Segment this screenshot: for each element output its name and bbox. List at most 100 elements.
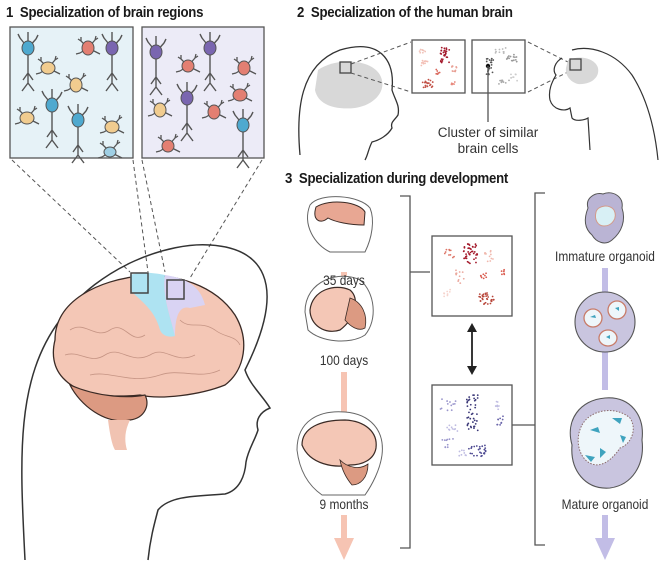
development-cluster-dots-purple bbox=[439, 394, 504, 458]
cluster-dot bbox=[448, 61, 450, 64]
panel-3-title: 3 Specialization during development bbox=[285, 170, 508, 187]
cluster-dot bbox=[465, 398, 468, 401]
cluster-dot bbox=[419, 48, 422, 51]
panel-1-number: 1 bbox=[6, 4, 14, 21]
brain-stem bbox=[108, 420, 130, 450]
cluster-dot bbox=[467, 243, 470, 246]
cluster-dot bbox=[473, 258, 475, 261]
cluster-dot bbox=[419, 51, 422, 54]
cluster-dot bbox=[472, 252, 475, 255]
cluster-dot bbox=[485, 272, 487, 275]
cluster-dot bbox=[513, 53, 515, 56]
cluster-dot bbox=[443, 49, 446, 52]
callout-label-line-2: brain cells bbox=[458, 141, 519, 156]
cluster-dot bbox=[481, 454, 483, 457]
cluster-dot bbox=[495, 50, 497, 53]
cluster-dot bbox=[485, 276, 488, 279]
cluster-dot bbox=[446, 438, 449, 441]
cluster-dot bbox=[516, 79, 519, 82]
cluster-dot bbox=[441, 438, 444, 441]
panel-3-title-text: Specialization during development bbox=[298, 170, 509, 187]
cluster-dot bbox=[468, 411, 470, 414]
cluster-dot bbox=[492, 298, 495, 301]
immature-organoid-lumen bbox=[595, 205, 616, 227]
cluster-dot bbox=[508, 79, 510, 82]
cluster-dot bbox=[460, 449, 463, 452]
cluster-dot bbox=[448, 424, 451, 427]
organoid-bracket bbox=[512, 192, 545, 546]
organoid-arrow-segment-1 bbox=[602, 268, 608, 294]
chimp-head-outline bbox=[548, 47, 659, 161]
cluster-dot bbox=[498, 51, 501, 54]
cluster-dot bbox=[486, 260, 489, 263]
cluster-dot bbox=[448, 248, 451, 251]
cluster-dot bbox=[491, 71, 494, 74]
cluster-dot bbox=[424, 62, 426, 65]
cluster-dot bbox=[484, 293, 487, 296]
cluster-dot bbox=[426, 85, 429, 88]
timeline-arrow-head bbox=[334, 538, 354, 560]
cluster-dot bbox=[489, 250, 492, 253]
cluster-dot bbox=[469, 417, 472, 420]
brain-cerebellum bbox=[68, 383, 148, 422]
cluster-dot bbox=[467, 399, 470, 402]
cluster-dot bbox=[506, 56, 509, 59]
cluster-dot bbox=[449, 253, 452, 256]
organoid-arrow-segment-2 bbox=[602, 350, 608, 390]
cluster-dot bbox=[484, 444, 486, 447]
cluster-dot bbox=[494, 405, 497, 407]
zoom-lines-panel-2 bbox=[350, 41, 569, 93]
cluster-dot bbox=[513, 56, 516, 59]
cluster-dot bbox=[512, 76, 515, 79]
cluster-dot bbox=[476, 394, 479, 397]
cluster-dot bbox=[482, 293, 485, 296]
cluster-dot bbox=[431, 85, 434, 88]
panel-2-illustration bbox=[298, 39, 659, 161]
cluster-dot bbox=[446, 426, 449, 429]
cluster-dot bbox=[480, 452, 483, 455]
cluster-dot bbox=[469, 403, 472, 406]
cluster-dot bbox=[510, 73, 512, 76]
cluster-dot bbox=[474, 246, 477, 249]
cluster-dot bbox=[446, 446, 449, 449]
cluster-dot bbox=[481, 297, 484, 300]
cluster-dot bbox=[467, 261, 470, 264]
cluster-dot bbox=[450, 404, 453, 407]
cluster-dot bbox=[455, 273, 458, 276]
cluster-dot bbox=[448, 254, 450, 256]
cluster-dot bbox=[500, 81, 503, 84]
development-cluster-box-purple bbox=[431, 384, 513, 466]
cluster-dot bbox=[504, 82, 507, 84]
cluster-dot bbox=[444, 53, 447, 56]
cluster-dot bbox=[473, 397, 476, 400]
cluster-dot bbox=[492, 59, 495, 61]
organoid-label-immature: Immature organoid bbox=[555, 248, 655, 264]
cluster-dot bbox=[439, 408, 442, 410]
cluster-dot bbox=[491, 295, 494, 298]
panel-2-title-text: Specialization of the human brain bbox=[310, 4, 513, 21]
zoom-lines-panel-1 bbox=[11, 159, 263, 279]
cluster-dot bbox=[473, 250, 476, 253]
organoid-arrow-segment-3 bbox=[602, 515, 608, 540]
cluster-dot bbox=[474, 243, 477, 246]
cluster-dot bbox=[471, 452, 473, 455]
cluster-dot bbox=[453, 428, 456, 431]
cluster-dot bbox=[422, 86, 425, 89]
cluster-dot bbox=[461, 271, 464, 273]
cluster-dot bbox=[490, 59, 493, 62]
cluster-dot bbox=[510, 77, 512, 79]
cluster-dot bbox=[499, 417, 502, 420]
cluster-dot bbox=[424, 50, 427, 53]
cluster-dot bbox=[444, 52, 447, 55]
cluster-dot bbox=[486, 294, 489, 296]
cluster-dot bbox=[475, 445, 478, 447]
cluster-dot bbox=[489, 253, 492, 256]
cluster-dot bbox=[515, 56, 518, 58]
cluster-dot bbox=[440, 46, 443, 49]
cluster-dot bbox=[501, 48, 504, 50]
cluster-dot bbox=[455, 269, 457, 272]
cluster-dot bbox=[500, 422, 503, 425]
cluster-dot bbox=[418, 50, 421, 53]
development-bracket bbox=[400, 195, 430, 549]
cluster-dot bbox=[455, 65, 458, 68]
